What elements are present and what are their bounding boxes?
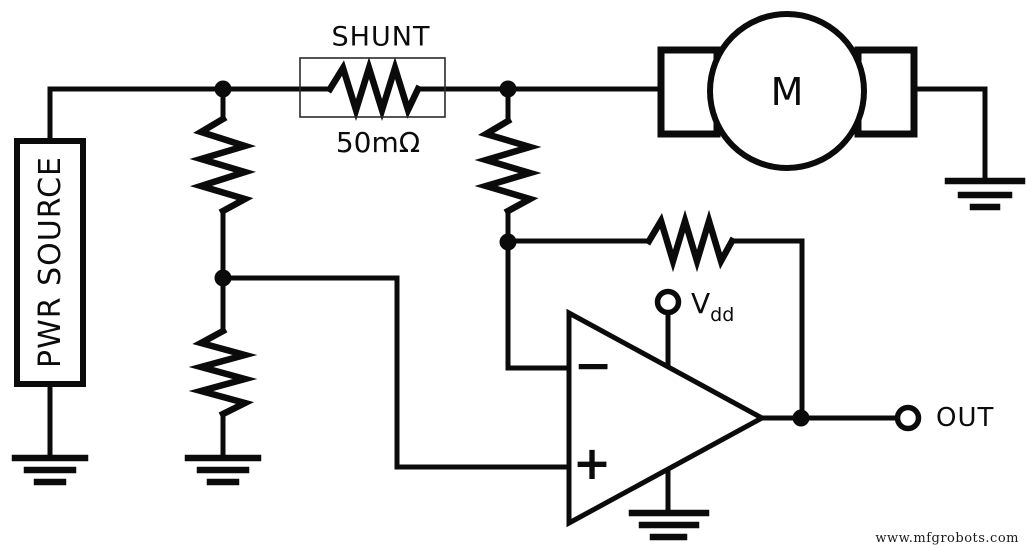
opamp-inverting-label: − (573, 338, 613, 392)
feedback-resistor (644, 209, 737, 273)
vdd-terminal-circle (654, 288, 682, 316)
shunt-outline-box (299, 57, 446, 118)
junction-dot (214, 80, 232, 98)
shunt-resistor (325, 57, 423, 121)
vdd-label: Vdd (691, 287, 734, 325)
power-source-label: PWR SOURCE (33, 155, 68, 369)
ground-symbol-divider (184, 454, 262, 486)
out-label: OUT (936, 403, 995, 433)
ground-symbol-power (11, 454, 89, 486)
junction-dot (499, 80, 517, 98)
opamp-noninverting-label: + (572, 436, 612, 490)
power-source-box (14, 138, 86, 387)
shunt-value-label: 50mΩ (335, 126, 421, 159)
feedback-wire (505, 238, 805, 421)
motor-label: M (770, 70, 804, 114)
inverting-input-wire (505, 239, 572, 371)
noninverting-input-wire (220, 275, 572, 470)
vdd-base-text: V (691, 287, 711, 320)
opamp-triangle (566, 308, 768, 528)
watermark-text: www.mfgrobots.com (875, 531, 1019, 546)
divider-resistor-bottom (188, 326, 258, 419)
junction-dot (499, 233, 517, 251)
shunt-label: SHUNT (331, 21, 431, 53)
ground-symbol-opamp (628, 509, 710, 541)
junction-dot (792, 409, 810, 427)
motor-body-circle (707, 11, 867, 171)
ground-symbol-motor (944, 177, 1026, 211)
sense-resistor (474, 116, 542, 216)
junction-dot (214, 269, 232, 287)
motor-ground-wire (911, 86, 988, 184)
vdd-subscript-text: dd (710, 304, 735, 326)
divider-resistor-top (189, 114, 257, 216)
out-terminal-circle (894, 404, 922, 432)
motor-symbol (657, 11, 918, 171)
